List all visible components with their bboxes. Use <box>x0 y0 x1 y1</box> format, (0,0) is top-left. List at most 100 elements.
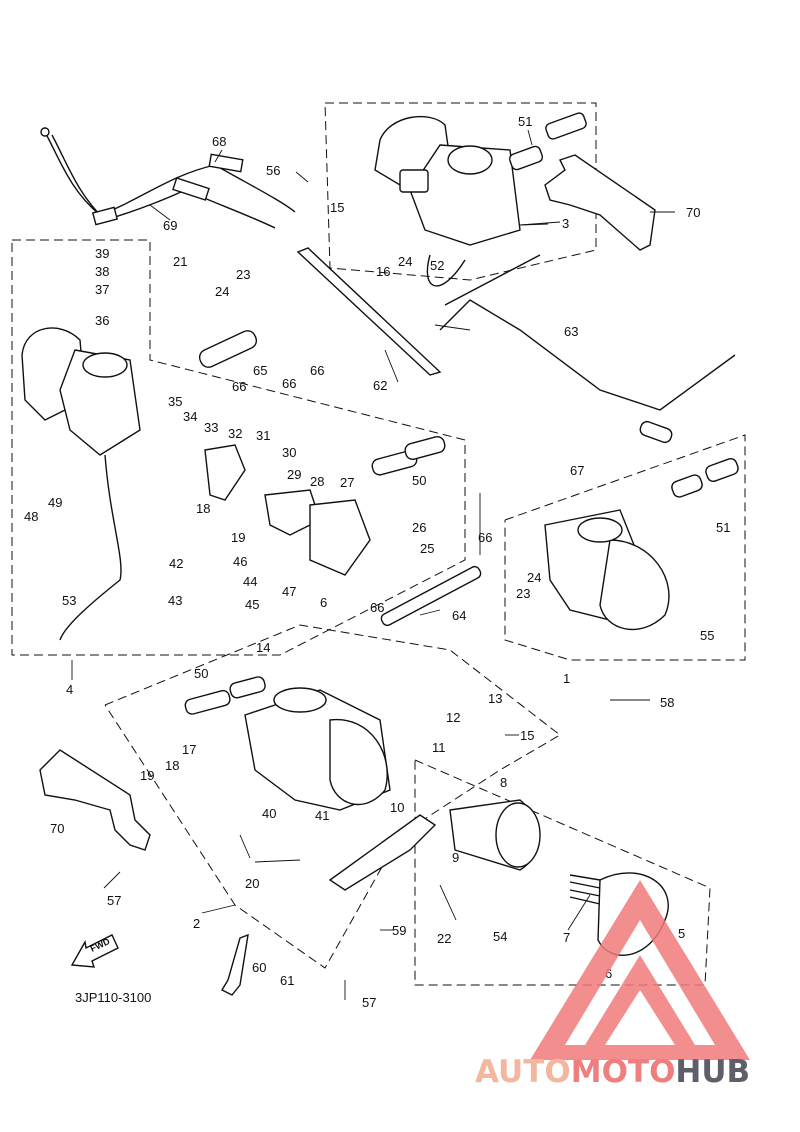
part-label-23a: 23 <box>236 267 250 282</box>
part-label-66b: 66 <box>282 376 296 391</box>
part-label-18a: 18 <box>196 501 210 516</box>
part-label-65: 65 <box>253 363 267 378</box>
part-label-11: 11 <box>432 740 446 755</box>
part-label-50b: 50 <box>194 666 208 681</box>
part-label-66e: 66 <box>370 600 384 615</box>
part-label-54: 54 <box>493 929 507 944</box>
carburetor-lower <box>184 676 437 891</box>
part-label-3: 3 <box>562 216 569 231</box>
part-label-55: 55 <box>700 628 714 643</box>
watermark-hub: HUB <box>675 1054 750 1090</box>
diaphragm-assembly <box>449 799 669 956</box>
part-label-17: 17 <box>182 742 196 757</box>
assembly-boundaries <box>11 102 746 986</box>
forward-arrow-icon: FWD <box>70 934 119 968</box>
part-label-15a: 15 <box>330 200 344 215</box>
part-label-20: 20 <box>245 876 259 891</box>
part-label-31: 31 <box>256 428 270 443</box>
part-label-13: 13 <box>488 691 502 706</box>
part-label-59: 59 <box>392 923 406 938</box>
part-label-60: 60 <box>252 960 266 975</box>
part-label-51b: 51 <box>716 520 730 535</box>
part-label-41: 41 <box>315 808 329 823</box>
bracket-upper <box>544 154 656 251</box>
part-label-12: 12 <box>446 710 460 725</box>
bracket-lower <box>39 749 151 851</box>
part-label-63: 63 <box>564 324 578 339</box>
part-label-1: 1 <box>563 671 570 686</box>
part-label-67: 67 <box>570 463 584 478</box>
part-label-48: 48 <box>24 509 38 524</box>
part-label-22: 22 <box>437 931 451 946</box>
watermark-moto: MOTO <box>571 1054 676 1090</box>
part-label-14: 14 <box>256 640 270 655</box>
part-label-4: 4 <box>66 682 73 697</box>
part-label-32: 32 <box>228 426 242 441</box>
part-label-6a: 6 <box>320 595 327 610</box>
part-label-7: 7 <box>563 930 570 945</box>
part-label-69: 69 <box>163 218 177 233</box>
part-label-36: 36 <box>95 313 109 328</box>
leader-lines <box>71 129 675 1000</box>
part-label-8: 8 <box>500 775 507 790</box>
part-label-18b: 18 <box>165 758 179 773</box>
part-label-29: 29 <box>287 467 301 482</box>
part-label-53: 53 <box>62 593 76 608</box>
part-label-62: 62 <box>373 378 387 393</box>
catalog-code: 3JP110-3100 <box>75 990 151 1005</box>
part-label-19a: 19 <box>231 530 245 545</box>
part-label-16: 16 <box>376 264 390 279</box>
part-label-15b: 15 <box>520 728 534 743</box>
part-label-66a: 66 <box>310 363 324 378</box>
part-label-6b: 6 <box>605 966 612 981</box>
part-label-50a: 50 <box>412 473 426 488</box>
linkage-parts <box>204 435 482 627</box>
part-label-30: 30 <box>282 445 296 460</box>
part-label-52: 52 <box>430 258 444 273</box>
part-label-43: 43 <box>168 593 182 608</box>
throttle-cables <box>40 127 296 229</box>
part-label-9: 9 <box>452 850 459 865</box>
part-label-70b: 70 <box>50 821 64 836</box>
part-label-34: 34 <box>183 409 197 424</box>
part-label-33: 33 <box>204 420 218 435</box>
part-label-66c: 66 <box>232 379 246 394</box>
part-label-25: 25 <box>420 541 434 556</box>
part-label-2: 2 <box>193 916 200 931</box>
part-label-57b: 57 <box>362 995 376 1010</box>
part-label-24a: 24 <box>398 254 412 269</box>
part-label-56: 56 <box>266 163 280 178</box>
part-label-70a: 70 <box>686 205 700 220</box>
part-label-46: 46 <box>233 554 247 569</box>
part-label-47: 47 <box>282 584 296 599</box>
part-label-44: 44 <box>243 574 257 589</box>
watermark-text: AUTOMOTOHUB <box>475 1054 750 1090</box>
part-label-5: 5 <box>678 926 685 941</box>
part-label-37: 37 <box>95 282 109 297</box>
part-label-35: 35 <box>168 394 182 409</box>
part-label-28: 28 <box>310 474 324 489</box>
part-label-42: 42 <box>169 556 183 571</box>
part-label-23b: 23 <box>516 586 530 601</box>
part-label-51a: 51 <box>518 114 532 129</box>
part-label-27: 27 <box>340 475 354 490</box>
part-label-58: 58 <box>660 695 674 710</box>
part-label-19b: 19 <box>140 768 154 783</box>
automotohub-watermark: AUTOMOTOHUB <box>475 880 750 1090</box>
part-label-66d: 66 <box>478 530 492 545</box>
watermark-auto: AUTO <box>475 1054 571 1090</box>
carburetor-upper <box>374 112 587 287</box>
part-label-26: 26 <box>412 520 426 535</box>
part-label-57a: 57 <box>107 893 121 908</box>
part-label-49: 49 <box>48 495 62 510</box>
part-label-40: 40 <box>262 806 276 821</box>
part-label-64: 64 <box>452 608 466 623</box>
part-label-38: 38 <box>95 264 109 279</box>
carburetor-left <box>21 327 258 641</box>
bell-crank <box>221 933 249 996</box>
part-label-10: 10 <box>390 800 404 815</box>
part-label-61: 61 <box>280 973 294 988</box>
link-rods <box>296 247 736 444</box>
